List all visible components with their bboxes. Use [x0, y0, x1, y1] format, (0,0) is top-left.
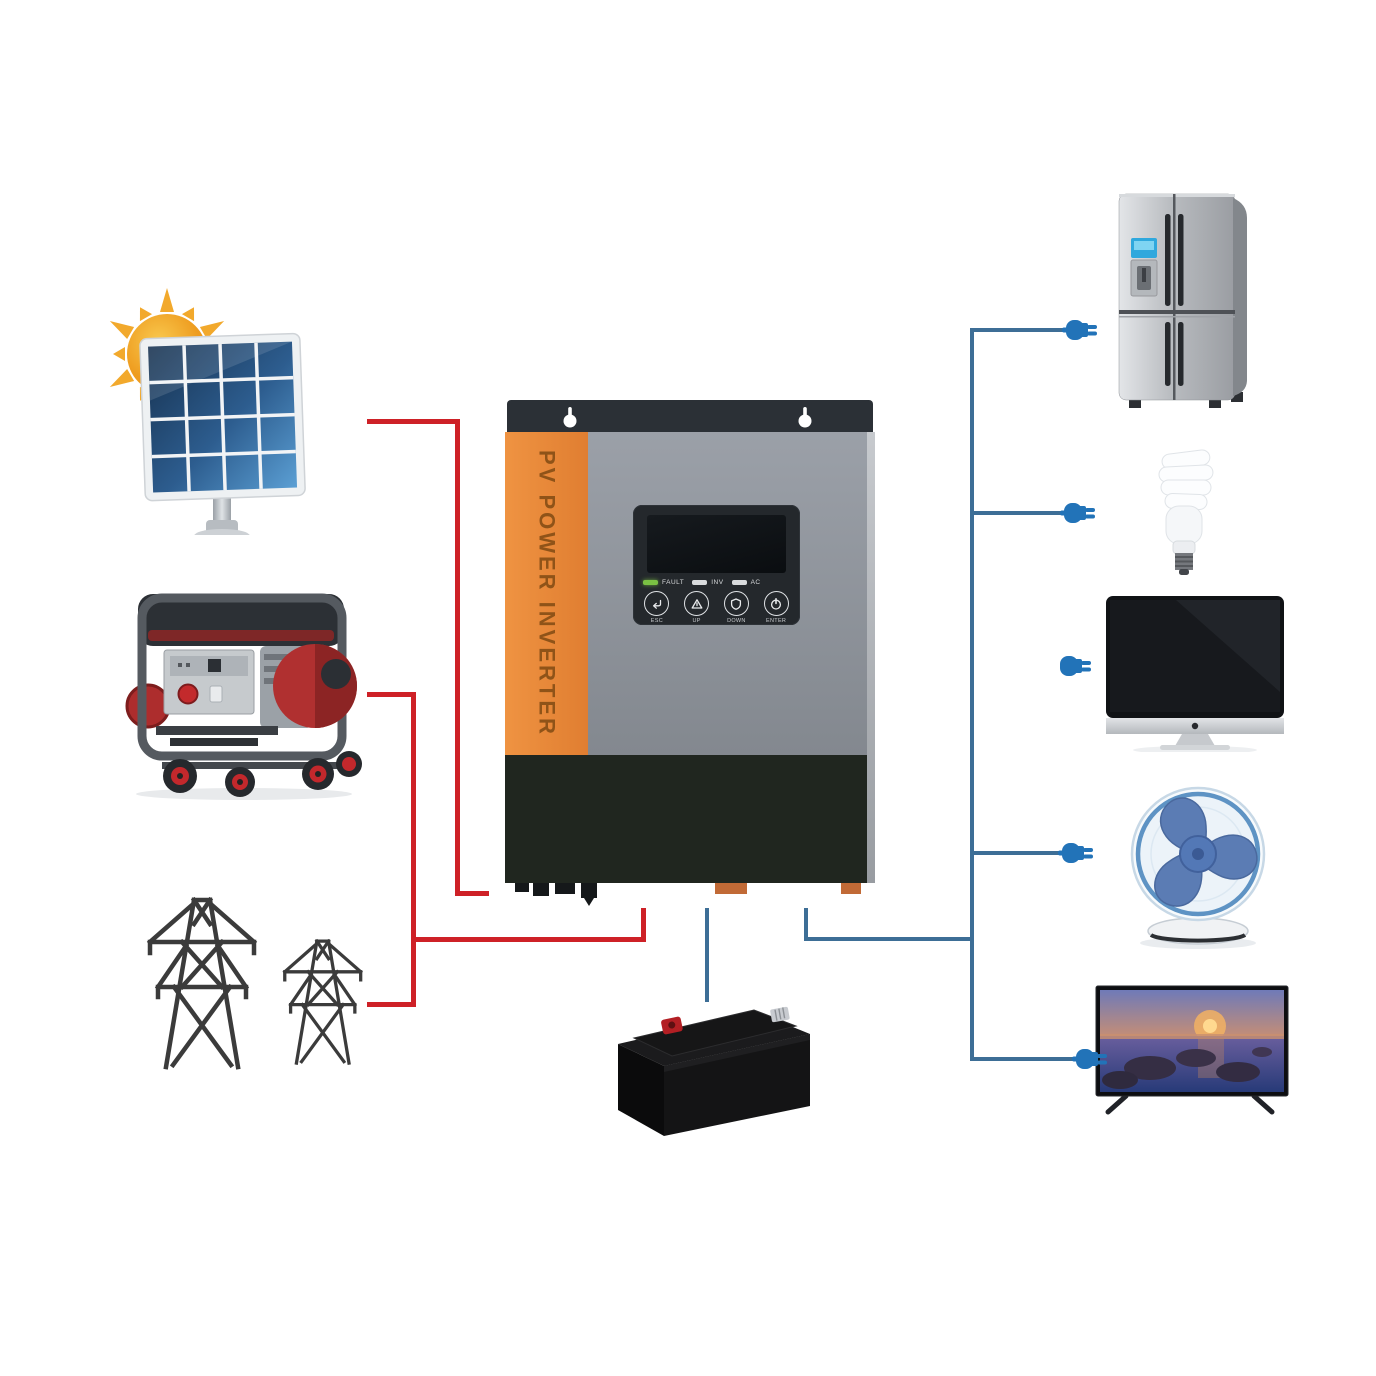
terminal-orange — [841, 883, 861, 894]
wire-branch-bulb — [970, 511, 1064, 515]
power-plug-icon — [1060, 503, 1095, 523]
terminal-orange — [715, 883, 747, 894]
computer-monitor-icon — [1106, 596, 1284, 752]
inverter-orange-stripe: PV POWER INVERTER — [505, 432, 588, 755]
esc-button[interactable]: ESC — [642, 591, 672, 624]
wire-generator-vertical — [411, 692, 416, 942]
wire-solar-vertical — [455, 419, 460, 896]
inv-led — [692, 580, 708, 585]
refrigerator-icon — [1118, 193, 1247, 408]
inverter-control-panel: FAULT INV AC ESC UP — [633, 505, 800, 625]
wire-grid-horizontal — [367, 1002, 416, 1007]
power-plug-icon — [1058, 843, 1093, 863]
inverter-side-label: PV POWER INVERTER — [534, 450, 560, 737]
cable-gland — [581, 883, 597, 898]
cfl-bulb-icon — [1158, 449, 1214, 575]
cable-gland-tip — [584, 898, 594, 906]
inverter-lcd-screen — [647, 515, 786, 573]
inverter-top-strip — [507, 400, 873, 432]
power-plug-icon — [1060, 656, 1091, 676]
inverter-bottom-section — [505, 755, 867, 883]
enter-icon — [644, 591, 670, 616]
wire-grid-vertical — [411, 937, 416, 1007]
fault-led — [643, 580, 658, 585]
ac-led — [731, 580, 747, 585]
battery-negative-terminal — [770, 1006, 790, 1023]
battery-icon — [618, 1006, 810, 1136]
power-icon — [763, 591, 789, 616]
wire-generator-horizontal — [367, 692, 416, 697]
down-button[interactable]: DOWN — [721, 591, 751, 624]
wire-ac-out-horizontal — [804, 937, 974, 941]
inverter-led-row: FAULT INV AC — [643, 579, 793, 586]
wire-ac-input-horizontal — [411, 937, 646, 942]
wire-ac-out-drop — [804, 908, 808, 941]
webcam-dot — [1191, 722, 1199, 730]
wire-branch-tv — [970, 1057, 1076, 1061]
wire-solar-into-inverter — [455, 891, 489, 896]
generator-wheels — [163, 751, 362, 797]
terminal-block — [555, 883, 575, 894]
pv-power-inverter: PV POWER INVERTER FAULT INV AC ESC — [505, 400, 875, 906]
battery-positive-terminal — [661, 1016, 683, 1035]
wire-branch-refrigerator — [970, 328, 1066, 332]
inverter-side-edge — [867, 432, 875, 883]
solar-panel-icon — [109, 288, 306, 535]
utility-grid-icon — [146, 896, 363, 1070]
up-button[interactable]: UP — [682, 591, 712, 624]
keyhole-mount-icon — [563, 407, 577, 428]
shield-icon — [723, 591, 749, 616]
inverter-button-row: ESC UP DOWN — [637, 591, 796, 624]
wire-branch-fan — [970, 851, 1062, 855]
terminal-block — [533, 883, 549, 896]
power-plug-icon — [1072, 1049, 1107, 1069]
wire-solar-horizontal — [367, 419, 459, 424]
desk-fan-icon — [1130, 786, 1266, 949]
wire-ac-input-riser — [641, 908, 646, 942]
television-icon — [1095, 985, 1289, 1115]
fan-blades — [1154, 797, 1258, 907]
wire-load-trunk — [970, 328, 974, 1061]
wire-battery — [705, 908, 709, 1002]
power-plug-icon — [1062, 320, 1097, 340]
enter-button[interactable]: ENTER — [761, 591, 791, 624]
keyhole-mount-icon — [798, 407, 812, 428]
generator-icon — [125, 593, 362, 800]
terminal-block — [515, 883, 529, 892]
alert-icon — [684, 591, 710, 616]
